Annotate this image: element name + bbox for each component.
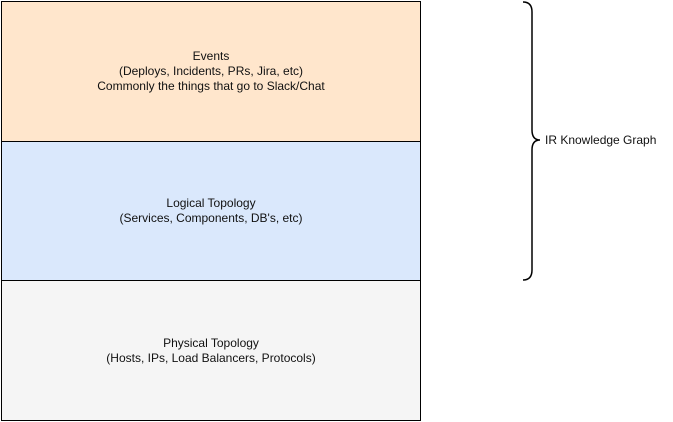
logical-topology-layer: Logical Topology (Services, Components, … <box>1 141 421 281</box>
events-layer-title: Events <box>192 49 230 63</box>
logical-topology-examples: (Services, Components, DB's, etc) <box>119 211 303 225</box>
physical-topology-layer: Physical Topology (Hosts, IPs, Load Bala… <box>1 280 421 421</box>
events-layer: Events (Deploys, Incidents, PRs, Jira, e… <box>1 1 421 142</box>
physical-topology-examples: (Hosts, IPs, Load Balancers, Protocols) <box>106 350 316 365</box>
right-curly-brace <box>522 1 541 281</box>
events-layer-note: Commonly the things that go to Slack/Cha… <box>97 79 325 93</box>
logical-topology-title: Logical Topology <box>166 196 256 210</box>
events-layer-examples: (Deploys, Incidents, PRs, Jira, etc) <box>118 64 304 78</box>
physical-topology-title: Physical Topology <box>163 335 259 350</box>
ir-knowledge-graph-label: IR Knowledge Graph <box>545 133 657 147</box>
